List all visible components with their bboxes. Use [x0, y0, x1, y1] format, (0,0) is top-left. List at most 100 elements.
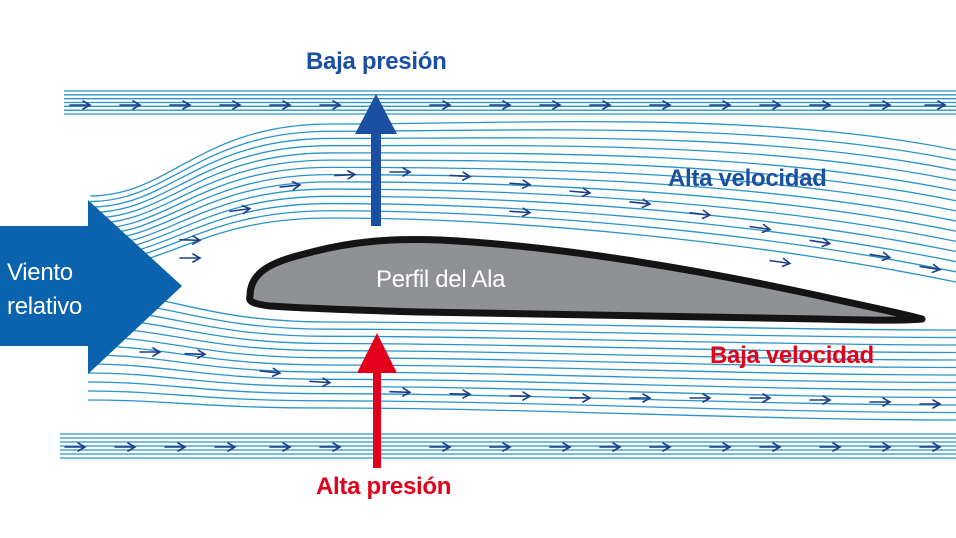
flow-arrow-icon — [69, 100, 92, 110]
relative-wind-label-line1: Viento — [7, 259, 73, 286]
relative-wind-label: Viento relativo — [7, 256, 82, 324]
flow-arrow-icon — [489, 100, 512, 110]
flow-arrow-icon — [334, 170, 357, 180]
flow-arrow-icon — [869, 442, 892, 452]
flow-arrow-icon — [919, 442, 942, 452]
flow-arrow-icon — [179, 235, 202, 245]
streamline — [87, 354, 956, 384]
streamline — [87, 363, 956, 391]
flow-arrow-icon — [919, 399, 942, 409]
flow-arrow-icon — [179, 253, 202, 263]
flow-arrow-icon — [749, 223, 772, 234]
flow-arrow-icon — [629, 393, 652, 403]
flow-arrow-icon — [759, 100, 782, 110]
flow-arrow-icon — [489, 442, 512, 452]
flow-arrow-icon — [214, 442, 237, 452]
flow-arrow-icon — [319, 442, 342, 452]
flow-arrow-icon — [809, 395, 832, 405]
flow-arrow-icon — [64, 442, 87, 452]
high-pressure-label: Alta presión — [316, 473, 452, 500]
streamline — [87, 300, 956, 339]
flow-arrow-icon — [569, 187, 592, 198]
flow-arrow-icon — [509, 179, 532, 189]
streamline — [87, 345, 956, 376]
streamline — [89, 195, 956, 253]
flow-arrow-icon — [114, 442, 137, 452]
streamline — [89, 129, 956, 203]
streamline — [89, 210, 956, 273]
flow-arrow-icon — [184, 349, 207, 359]
flow-arrow-icon — [869, 397, 892, 407]
streamline — [89, 120, 956, 197]
flow-arrow-icon — [539, 100, 562, 110]
flow-arrow-icon — [449, 389, 472, 399]
flow-arrow-icon — [389, 387, 412, 397]
streamline — [87, 390, 956, 414]
streamline — [89, 181, 956, 241]
flow-arrow-icon — [809, 100, 832, 110]
streamline — [87, 372, 956, 399]
flow-arrow-icon — [219, 100, 242, 110]
streamlines — [60, 90, 956, 459]
flow-arrow-icon — [819, 442, 842, 452]
relative-wind-label-line2: relativo — [7, 293, 82, 320]
flow-arrow-icon — [599, 442, 622, 452]
flow-arrow-icon — [259, 367, 282, 378]
streamline — [87, 309, 956, 346]
flow-arrow-icon — [169, 100, 192, 110]
flow-arrow-icon — [429, 100, 452, 110]
flow-arrow-icon — [919, 263, 942, 274]
flow-arrow-icon — [649, 442, 672, 452]
wind-arrow-icon — [0, 200, 182, 374]
flow-arrow-icon — [869, 100, 892, 110]
flow-arrow-icon — [429, 442, 452, 452]
streamline — [87, 381, 956, 406]
flow-arrow-icon — [759, 442, 782, 452]
flow-arrow-icon — [509, 391, 532, 401]
arrow-up-icon — [355, 94, 397, 226]
streamline — [89, 159, 956, 225]
streamline — [89, 144, 956, 214]
streamline — [87, 291, 956, 331]
flow-arrow-icon — [269, 100, 292, 110]
streamline — [89, 202, 956, 263]
flow-arrow-icon — [629, 198, 652, 209]
wing-profile — [246, 236, 926, 324]
flow-arrow-icon — [509, 207, 532, 217]
arrow-up-icon — [357, 333, 397, 468]
flow-arrow-icon — [319, 100, 342, 110]
wing-label: Perfil del Ala — [376, 266, 506, 293]
flow-arrow-icon — [229, 204, 252, 215]
streamline — [89, 137, 956, 208]
flow-arrow-icon — [389, 167, 412, 177]
flow-arrow-icon — [809, 237, 832, 248]
flow-arrow-icon — [769, 257, 792, 268]
streamline — [89, 188, 956, 247]
flow-arrow-icon — [924, 100, 947, 110]
high-velocity-label: Alta velocidad — [668, 165, 827, 192]
flow-arrow-icon — [689, 209, 712, 220]
streamline — [89, 166, 956, 230]
streamline — [89, 152, 956, 219]
flow-arrow-icon — [309, 377, 332, 387]
flow-arrow-icon — [569, 393, 592, 403]
flow-arrow-icon — [709, 100, 732, 110]
flow-arrow-icon — [549, 442, 572, 452]
flow-arrow-icon — [649, 100, 672, 110]
flow-arrow-icon — [749, 393, 772, 403]
flow-arrow-icon — [269, 442, 292, 452]
low-pressure-label: Baja presión — [306, 48, 447, 75]
flow-arrow-icon — [709, 442, 732, 452]
flow-arrows — [64, 100, 947, 452]
flow-arrow-icon — [449, 171, 472, 181]
flow-arrow-icon — [689, 393, 712, 403]
streamline — [89, 217, 956, 283]
low-velocity-label: Baja velocidad — [710, 342, 874, 369]
flow-arrow-icon — [589, 100, 612, 110]
flow-arrow-icon — [869, 251, 892, 262]
flow-arrow-icon — [279, 180, 302, 191]
flow-arrow-icon — [119, 100, 142, 110]
streamline — [87, 399, 956, 421]
